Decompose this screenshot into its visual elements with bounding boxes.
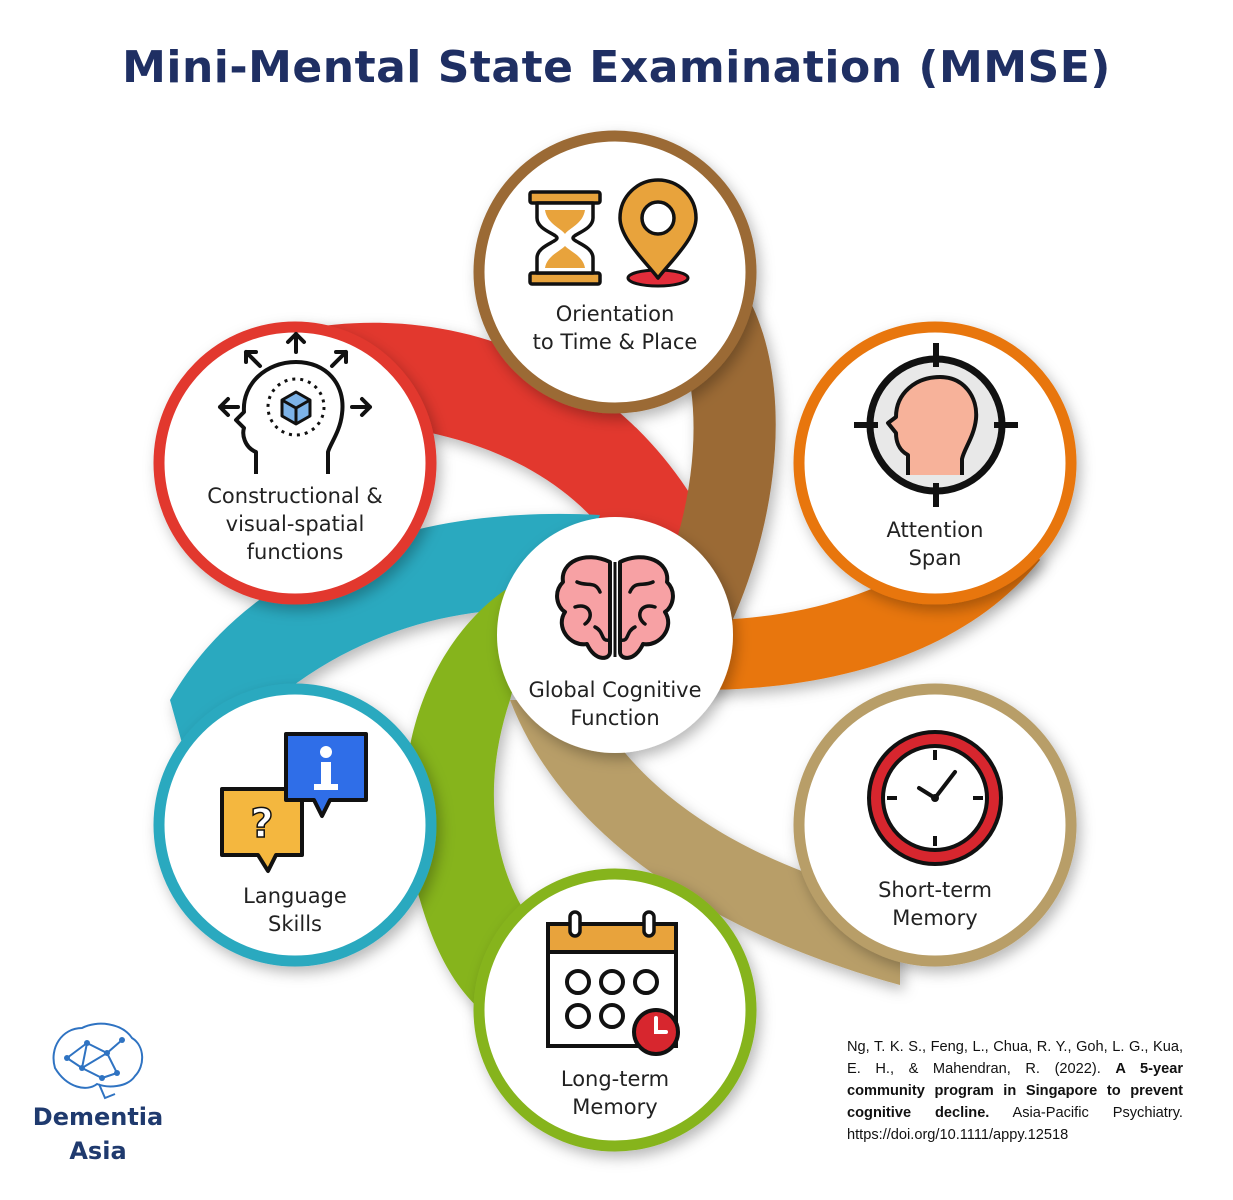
citation-authors: Ng, T. K. S., Feng, L., Chua, R. Y., Goh… — [847, 1039, 1183, 1077]
head-target-icon — [854, 343, 1018, 507]
constructional-label-line: functions — [246, 540, 344, 564]
orientation-label-line: to Time & Place — [532, 330, 698, 354]
constructional-label: Constructional & visual-spatial function… — [165, 482, 425, 566]
citation: Ng, T. K. S., Feng, L., Chua, R. Y., Goh… — [847, 1036, 1183, 1146]
short-term-label-line: Memory — [892, 906, 978, 930]
citation-doi[interactable]: https://doi.org/10.1111/appy.12518 — [847, 1127, 1069, 1143]
ribbon-language — [170, 513, 600, 790]
attention-label: Attention Span — [815, 516, 1055, 572]
language-label-line: Language — [243, 884, 347, 908]
short-term-label-line: Short-term — [878, 878, 992, 902]
svg-text:?: ? — [250, 801, 273, 847]
center-label-line: Global Cognitive — [528, 678, 702, 702]
orientation-label: Orientation to Time & Place — [495, 300, 735, 356]
orientation-label-line: Orientation — [555, 302, 675, 326]
language-label-line: Skills — [268, 912, 322, 936]
calendar-icon — [546, 910, 680, 1056]
long-term-label: Long-term Memory — [495, 1065, 735, 1121]
location-pin-icon — [618, 178, 698, 288]
constructional-label-line: visual-spatial — [225, 512, 365, 536]
orientation-circle — [473, 130, 757, 414]
center-label-line: Function — [570, 706, 660, 730]
constructional-circle — [153, 321, 437, 605]
question-bubble-icon: ? — [220, 787, 304, 873]
long-term-label-line: Memory — [572, 1095, 658, 1119]
hourglass-icon — [528, 190, 602, 286]
brain-network-logo-icon — [52, 1022, 144, 1100]
brand-line-1: Dementia — [32, 1103, 164, 1131]
attention-label-line: Attention — [886, 518, 984, 542]
citation-article-title: A 5-year community program in Singapore … — [847, 1061, 1183, 1121]
brand-name: Dementia Asia — [18, 1100, 178, 1168]
attention-label-line: Span — [908, 546, 962, 570]
head-cube-arrows-icon — [218, 332, 372, 474]
page-title: Mini-Mental State Examination (MMSE) — [122, 42, 1111, 93]
short-term-label: Short-term Memory — [815, 876, 1055, 932]
ribbon-orientation — [630, 240, 776, 680]
long-term-label-line: Long-term — [560, 1067, 670, 1091]
center-label: Global Cognitive Function — [495, 676, 735, 732]
brand-line-2: Asia — [69, 1137, 127, 1165]
ribbon-short-term — [510, 700, 900, 985]
brain-icon — [555, 555, 675, 660]
constructional-label-line: Constructional & — [207, 484, 383, 508]
clock-icon — [867, 730, 1003, 866]
info-bubble-icon — [284, 732, 368, 818]
language-label: Language Skills — [175, 882, 415, 938]
citation-journal: Asia-Pacific Psychiatry. — [1012, 1105, 1183, 1121]
